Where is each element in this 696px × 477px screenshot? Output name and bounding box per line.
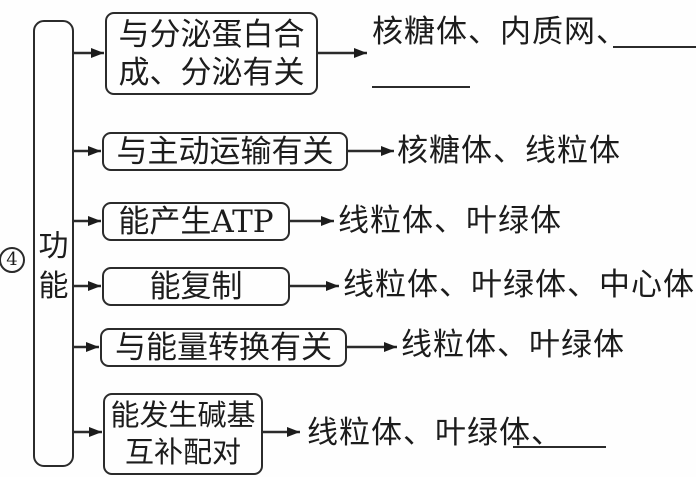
function-box-label-line: 成、分泌有关: [118, 54, 305, 91]
fill-in-blank: [513, 446, 606, 448]
function-box-secretion: 与分泌蛋白合 成、分泌有关: [105, 12, 318, 95]
answer-text-active-transport: 核糖体、线粒体: [397, 133, 621, 169]
function-box-label-line: 与主动运输有关: [116, 133, 334, 170]
root-node-box: 功能: [33, 20, 74, 467]
answer-text-base-pairing: 线粒体、叶绿体、: [307, 415, 563, 451]
function-box-atp: 能产生ATP: [102, 202, 290, 241]
answer-text-atp: 线粒体、叶绿体: [338, 203, 562, 239]
fill-in-blank: [372, 86, 470, 88]
function-box-label-line: 与分泌蛋白合: [118, 16, 305, 53]
function-box-label-line: 能复制: [149, 268, 243, 305]
function-box-replicate: 能复制: [102, 267, 290, 306]
function-box-label-line: 能产生ATP: [118, 203, 274, 240]
answer-text-replicate: 线粒体、叶绿体、中心体: [343, 267, 695, 303]
function-box-base-pairing: 能发生碱基 互补配对: [103, 393, 263, 475]
root-node-label: 功能: [38, 229, 69, 304]
function-box-energy-conversion: 与能量转换有关: [100, 328, 347, 367]
fill-in-blank: [613, 46, 696, 48]
answer-text-energy-conversion: 线粒体、叶绿体: [401, 327, 625, 363]
function-box-label-line: 能发生碱基: [110, 398, 256, 432]
function-box-label-line: 与能量转换有关: [115, 329, 332, 366]
function-box-label-line: 互补配对: [124, 435, 241, 469]
item-number: 4: [6, 249, 18, 270]
answer-text-secretion: 核糖体、内质网、: [372, 14, 628, 50]
function-box-active-transport: 与主动运输有关: [102, 132, 348, 171]
circled-number-badge: 4: [0, 247, 25, 273]
